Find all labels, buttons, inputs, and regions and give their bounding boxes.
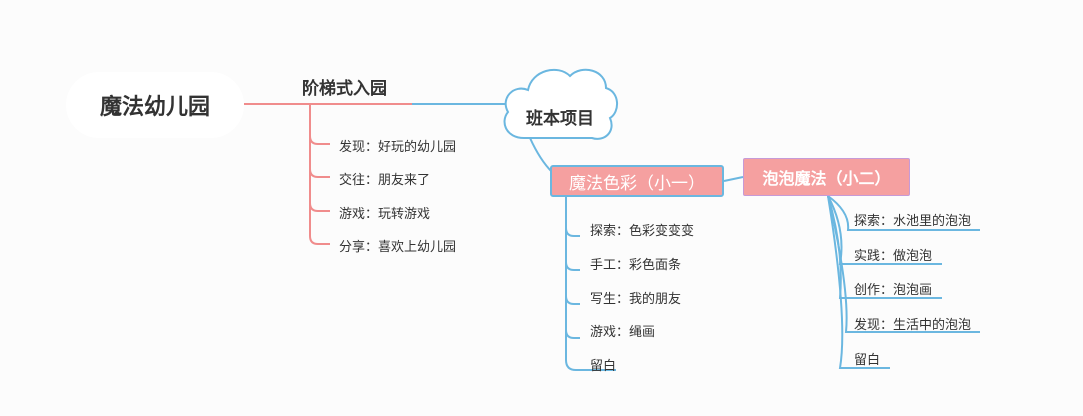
group1-leaf-lines (565, 197, 616, 371)
cloud-to-group1-connector (529, 137, 553, 173)
left-leaf-3: 游戏：玩转游戏 (339, 207, 431, 222)
group1-leaf-3: 写生：我的朋友 (590, 292, 682, 307)
left-branch-spine (309, 104, 330, 245)
left-branch-leaf-lines (309, 135, 330, 212)
group2-leaf-lines (827, 195, 980, 369)
left-leaf-4: 分享：喜欢上幼儿园 (339, 240, 457, 255)
group2-node: 泡泡魔法（小二） (743, 158, 910, 196)
group1-to-group2-connector (723, 176, 744, 182)
group2-leaf-1: 探索：水池里的泡泡 (854, 214, 972, 229)
cloud-shape (503, 68, 618, 140)
group1-node: 魔法色彩（小一） (550, 165, 724, 197)
left-leaf-2: 交往：朋友来了 (339, 173, 431, 188)
group1-leaf-4: 游戏：绳画 (590, 325, 656, 340)
group2-leaf-3: 创作：泡泡画 (854, 283, 933, 298)
left-leaf-1: 发现：好玩的幼儿园 (339, 140, 457, 155)
branch-title-stepwise: 阶梯式入园 (302, 79, 387, 99)
group1-leaf-1: 探索：色彩变变变 (590, 224, 695, 239)
group2-leaf-4: 发现：生活中的泡泡 (854, 318, 972, 333)
cloud-node-label: 班本项目 (526, 109, 594, 129)
group2-leaf-5: 留白 (854, 353, 881, 368)
group1-leaf-2: 手工：彩色面条 (590, 258, 682, 273)
group2-leaf-2: 实践：做泡泡 (854, 249, 933, 264)
root-node: 魔法幼儿园 (66, 72, 244, 138)
group1-leaf-5: 留白 (590, 359, 617, 374)
